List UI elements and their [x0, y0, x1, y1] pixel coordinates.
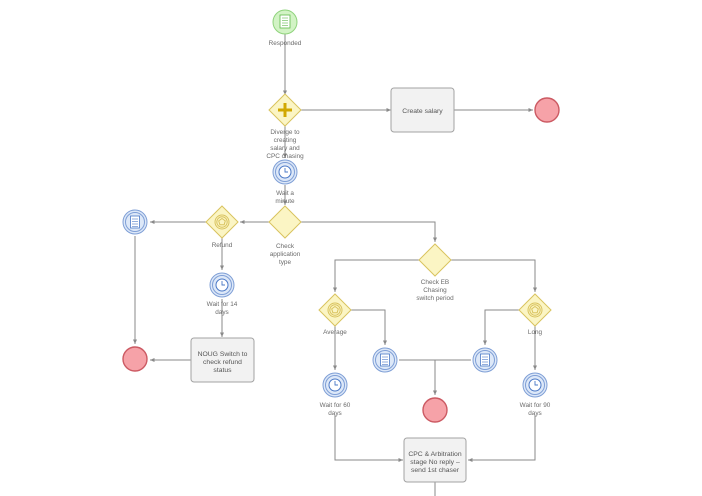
label-line: salary and: [270, 145, 300, 152]
label-line: Create salary: [402, 108, 443, 115]
edge-check-eb-average: [333, 259, 419, 292]
responded-label: Responded: [269, 40, 302, 47]
label-line: stage No reply –: [410, 459, 460, 466]
event-gateway-refund[interactable]: [205, 205, 239, 239]
edge-long-doc-mid-right: [483, 309, 519, 345]
task-cpc-arbitration[interactable]: [403, 437, 467, 483]
timer-event-wait-minute[interactable]: [272, 159, 298, 185]
edge-check-eb-long: [451, 259, 537, 292]
timer-event-wait-90-days[interactable]: [522, 372, 548, 398]
label-line: Responded: [269, 40, 302, 47]
edge-average-doc-mid-left: [351, 309, 387, 345]
timer-event-wait-14-days[interactable]: [209, 272, 235, 298]
label-line: Long: [528, 329, 543, 336]
end-event-left[interactable]: [122, 346, 148, 372]
label-line: days: [215, 309, 229, 316]
label-line: CPC & Arbitration: [408, 451, 461, 458]
exclusive-gateway-check-application-type[interactable]: [268, 205, 302, 239]
connectors: [133, 34, 537, 496]
label-line: Wait a: [276, 190, 294, 197]
label-line: NOUG Switch to: [198, 351, 248, 358]
label-line: Check EB: [421, 279, 449, 286]
long-label: Long: [528, 329, 543, 336]
edge-check-app-check-eb: [301, 221, 437, 242]
average-label: Average: [323, 329, 347, 336]
parallel-gateway-diverge[interactable]: [268, 93, 302, 127]
label-line: minute: [275, 198, 295, 205]
task-create-salary[interactable]: [390, 87, 455, 133]
label-line: Refund: [212, 242, 233, 249]
exclusive-gateway-check-eb-chasing[interactable]: [418, 243, 452, 277]
end-event-middle[interactable]: [422, 397, 448, 423]
label-line: days: [528, 410, 542, 417]
label-line: creating: [274, 137, 297, 144]
message-event-mid-right[interactable]: [472, 347, 498, 373]
label-line: application: [270, 251, 301, 258]
create-salary-label: Create salary: [402, 108, 443, 115]
event-gateway-average[interactable]: [318, 293, 352, 327]
event-gateway-long[interactable]: [518, 293, 552, 327]
label-line: send 1st chaser: [411, 467, 460, 474]
start-event-responded[interactable]: [272, 9, 298, 35]
label-line: Wait for 90: [520, 402, 551, 409]
label-line: type: [279, 259, 292, 266]
label-line: Diverge to: [270, 129, 300, 136]
label-line: Average: [323, 329, 347, 336]
label-line: Wait for 14: [207, 301, 238, 308]
timer-event-wait-60-days[interactable]: [322, 372, 348, 398]
label-line: days: [328, 410, 342, 417]
edge-wait-90-cpc: [468, 415, 536, 462]
label-line: switch period: [416, 295, 454, 302]
label-line: status: [213, 367, 232, 374]
refund-label: Refund: [212, 242, 233, 249]
message-event-left[interactable]: [122, 209, 148, 235]
edge-doc-mid-left-end-mid: [399, 359, 437, 395]
edge-wait-60-cpc: [334, 415, 403, 462]
message-event-mid-left[interactable]: [372, 347, 398, 373]
label-line: check refund: [203, 359, 242, 366]
label-line: Check: [276, 243, 295, 250]
label-line: Wait for 60: [320, 402, 351, 409]
end-event-salary[interactable]: [534, 97, 560, 123]
label-line: CPC chasing: [266, 153, 304, 160]
label-line: Chasing: [423, 287, 447, 294]
task-noug-switch[interactable]: [190, 337, 255, 383]
